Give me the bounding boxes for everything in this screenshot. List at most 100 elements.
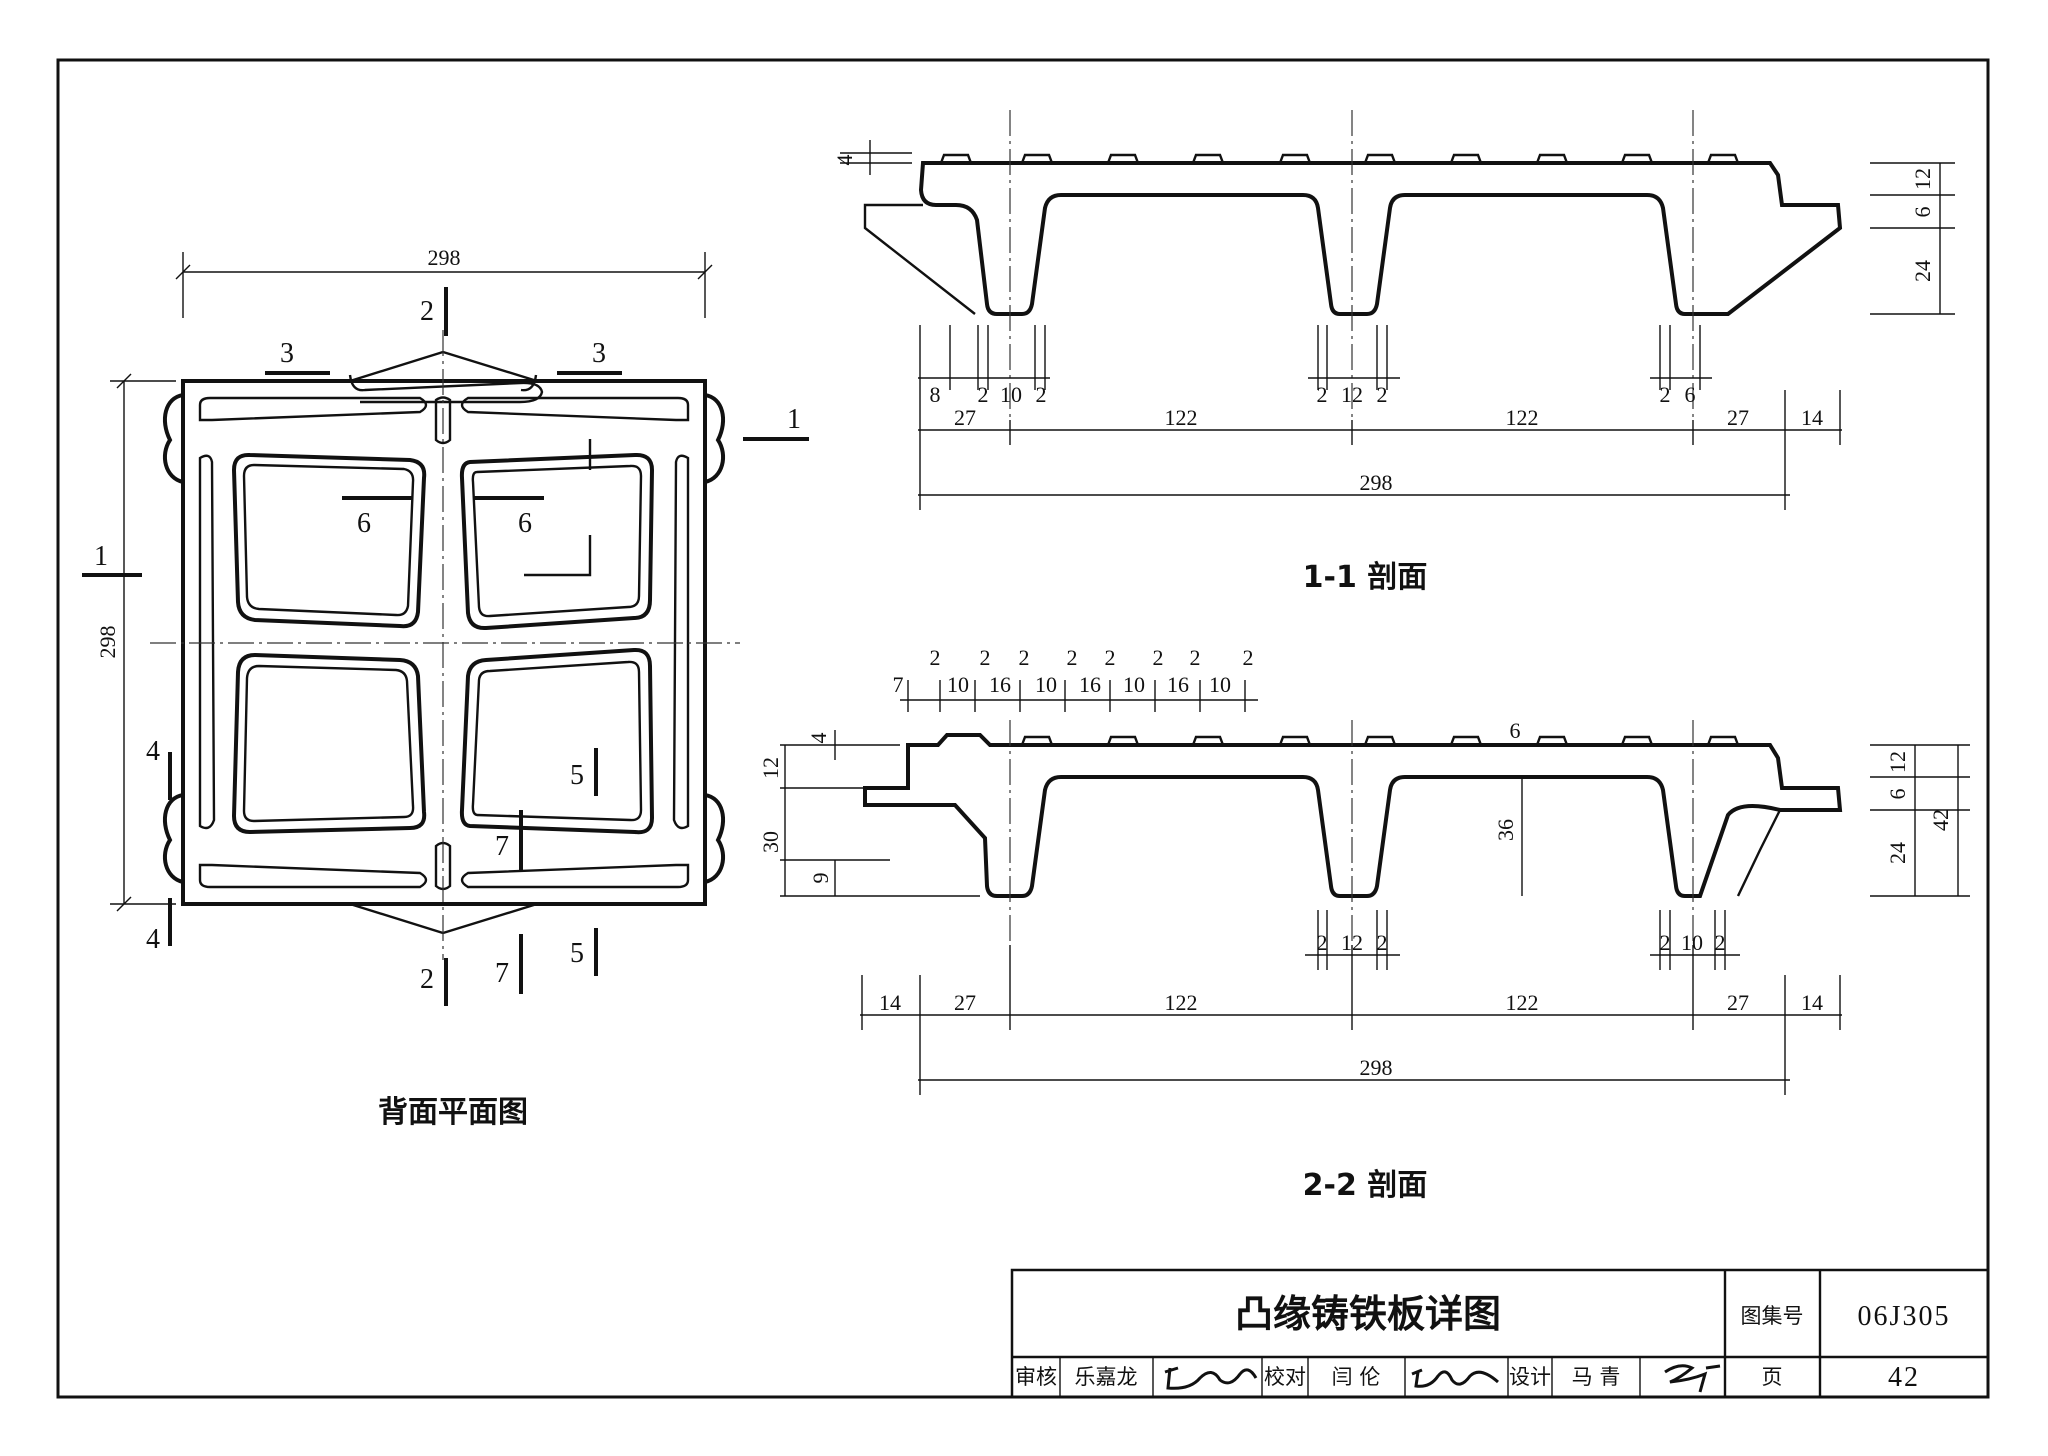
dim-text: 27	[1727, 405, 1749, 430]
top-dim-texts: 7 2 10 2 16 2 10 2 16 2 10 2 16 2 10 2	[893, 645, 1254, 697]
section-1-1: 8 2 10 2 2 12 2 2 6 27 122 122 27 14 298…	[832, 110, 1955, 595]
cut-label: 7	[495, 831, 509, 862]
section-1-caption: 1-1 剖面	[1303, 560, 1428, 595]
dim-text: 2	[1067, 645, 1078, 670]
dim-text: 8	[930, 382, 941, 407]
dim-text: 2	[1660, 382, 1671, 407]
dim-text: 12	[1885, 751, 1910, 773]
dim-text: 122	[1506, 990, 1539, 1015]
dim-text: 4	[806, 733, 831, 744]
check-label: 校对	[1264, 1365, 1306, 1389]
dim-text: 12	[1910, 168, 1935, 190]
dim-text: 6	[1885, 789, 1910, 800]
dim-text: 36	[1493, 819, 1518, 841]
checker-signature	[1411, 1368, 1499, 1388]
drawing-title: 凸缘铸铁板详图	[1235, 1292, 1501, 1336]
cut-label: 1	[787, 404, 801, 435]
atlas-label: 图集号	[1741, 1304, 1804, 1328]
dim-text: 2	[1190, 645, 1201, 670]
dim-text: 2	[1317, 382, 1328, 407]
dim-text: 16	[1079, 672, 1101, 697]
dim-text: 30	[758, 831, 783, 853]
cut-label: 3	[592, 338, 606, 369]
cut-label: 7	[495, 958, 509, 989]
checker-name: 闫 伦	[1332, 1365, 1381, 1389]
dim-text: 298	[1360, 1055, 1393, 1080]
surface-studs	[939, 153, 1740, 164]
design-label: 设计	[1509, 1365, 1551, 1389]
dim-text: 16	[989, 672, 1011, 697]
cut-label: 6	[357, 508, 371, 539]
dim-text: 10	[1035, 672, 1057, 697]
dim-text: 122	[1506, 405, 1539, 430]
dim-text: 2	[1036, 382, 1047, 407]
page-number: 42	[1888, 1362, 1920, 1393]
dim-text: 16	[1167, 672, 1189, 697]
designer-name: 马 青	[1572, 1365, 1621, 1389]
dim-text: 2	[1715, 930, 1726, 955]
plan-dim-height: 298	[95, 626, 120, 659]
designer-signature	[1664, 1364, 1721, 1393]
plan-view: 298 298 1 1 2 2 3 3 4 4 5 5 6 6 7 7 背面平面…	[82, 245, 809, 1130]
section-2-2: 7 2 10 2 16 2 10 2 16 2 10 2 16 2 10 2 4…	[758, 645, 1970, 1203]
sheet-frame	[56, 58, 1990, 1399]
title-block: 凸缘铸铁板详图 图集号 06J305 审核 乐嘉龙 校对 闫 伦 设计 马 青 …	[1010, 1268, 1990, 1399]
dim-text: 27	[954, 990, 976, 1015]
cut-label: 3	[280, 338, 294, 369]
dim-text: 27	[954, 405, 976, 430]
dim-text: 10	[1123, 672, 1145, 697]
dim-text: 10	[1681, 930, 1703, 955]
dim-text: 2	[1105, 645, 1116, 670]
dim-text: 2	[1243, 645, 1254, 670]
dim-text: 6	[1510, 718, 1521, 743]
dim-text: 24	[1910, 260, 1935, 282]
dim-text: 10	[947, 672, 969, 697]
cut-label: 1	[94, 541, 108, 572]
dim-text: 4	[832, 155, 857, 166]
dim-text: 6	[1910, 207, 1935, 218]
section-2-caption: 2-2 剖面	[1303, 1168, 1428, 1203]
reviewer-name: 乐嘉龙	[1075, 1365, 1138, 1389]
dim-text: 14	[879, 990, 901, 1015]
dim-text: 122	[1165, 405, 1198, 430]
dim-text: 14	[1801, 990, 1823, 1015]
dim-text: 2	[1153, 645, 1164, 670]
cut-label: 6	[518, 508, 532, 539]
dim-text: 6	[1685, 382, 1696, 407]
dim-text: 14	[1801, 405, 1823, 430]
cut-label: 5	[570, 938, 584, 969]
dim-text: 2	[1377, 382, 1388, 407]
cut-label: 5	[570, 760, 584, 791]
section-profile	[863, 733, 1843, 898]
cut-label: 2	[420, 296, 434, 327]
cut-label: 4	[146, 924, 160, 955]
cut-label: 4	[146, 736, 160, 767]
dim-text: 2	[1019, 645, 1030, 670]
dim-text: 24	[1885, 842, 1910, 864]
dim-text: 2	[930, 645, 941, 670]
surface-studs	[1020, 735, 1740, 746]
dim-text: 12	[1341, 930, 1363, 955]
dim-text: 12	[758, 757, 783, 779]
dim-text: 2	[980, 645, 991, 670]
dim-text: 9	[808, 873, 833, 884]
dim-text: 10	[1000, 382, 1022, 407]
dim-text: 42	[1928, 809, 1953, 831]
dim-text: 12	[1341, 382, 1363, 407]
page-label: 页	[1762, 1365, 1783, 1389]
dim-text: 10	[1209, 672, 1231, 697]
dim-text: 2	[1317, 930, 1328, 955]
dim-text: 27	[1727, 990, 1749, 1015]
plan-caption: 背面平面图	[378, 1095, 528, 1130]
plan-dim-width: 298	[428, 245, 461, 270]
reviewer-signature	[1164, 1366, 1258, 1390]
dim-text: 2	[1660, 930, 1671, 955]
dim-text: 2	[1377, 930, 1388, 955]
review-label: 审核	[1015, 1365, 1057, 1389]
cut-label: 2	[420, 964, 434, 995]
dim-text: 122	[1165, 990, 1198, 1015]
dim-text: 298	[1360, 470, 1393, 495]
atlas-number: 06J305	[1858, 1301, 1951, 1332]
dim-text: 2	[978, 382, 989, 407]
